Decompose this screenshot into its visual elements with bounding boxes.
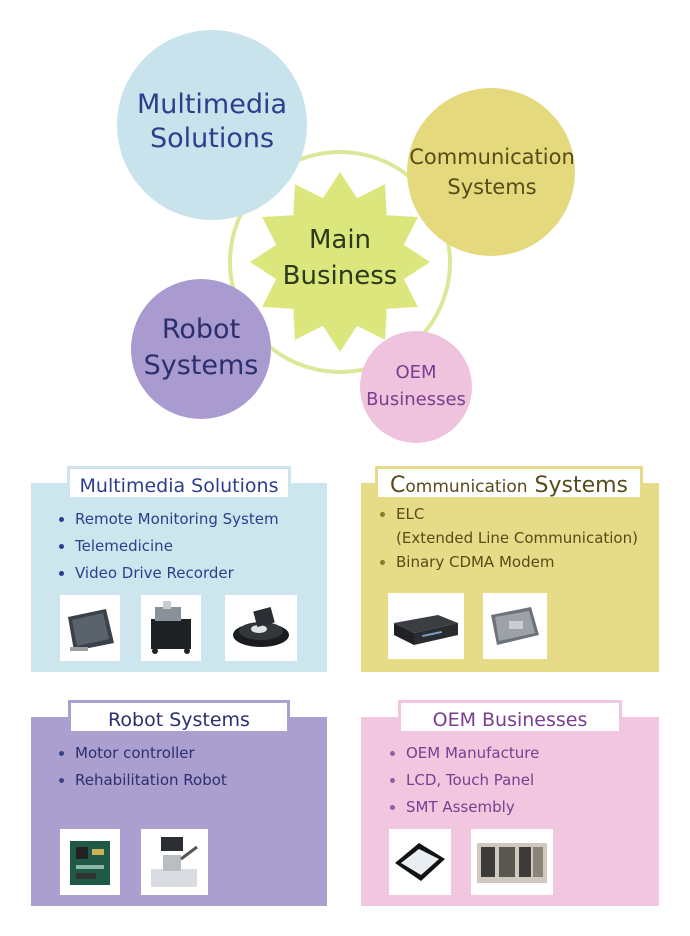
bullet-icon xyxy=(390,805,395,810)
bullet-icon xyxy=(59,517,64,522)
main-business-star xyxy=(250,172,430,352)
robot-circle-label: Robot Systems xyxy=(131,312,271,385)
robot-bullet-list: Motor controller Rehabilitation Robot xyxy=(59,740,227,794)
list-item: Binary CDMA Modem xyxy=(380,550,638,574)
communication-line-2: Systems xyxy=(447,175,537,200)
multimedia-line-1: Multimedia xyxy=(136,89,288,120)
list-item: Rehabilitation Robot xyxy=(59,767,227,794)
bullet-icon xyxy=(59,751,64,756)
bullet-icon xyxy=(59,778,64,783)
oem-line-1: OEM xyxy=(395,362,437,383)
cdma-modem-image xyxy=(483,593,547,659)
elc-box-image xyxy=(388,593,464,659)
bullet-icon xyxy=(380,560,385,565)
communication-title-middle: ommunication xyxy=(405,477,528,497)
communication-title-initial: C xyxy=(390,473,406,498)
bullet-icon xyxy=(390,778,395,783)
list-item: OEM Manufacture xyxy=(390,740,539,767)
robot-line-1: Robot xyxy=(161,314,241,345)
bullet-icon xyxy=(59,571,64,576)
robot-line-2: Systems xyxy=(143,350,259,382)
multimedia-bullet-list: Remote Monitoring System Telemedicine Vi… xyxy=(59,506,279,587)
communication-bullet-list: ELC (Extended Line Communication) Binary… xyxy=(380,502,638,574)
list-item: ELC xyxy=(380,502,638,526)
list-item: Remote Monitoring System xyxy=(59,506,279,533)
list-item: SMT Assembly xyxy=(390,794,539,821)
oem-line-2: Businesses xyxy=(366,389,466,410)
medical-cart-image xyxy=(141,595,201,661)
connecting-ring xyxy=(228,150,452,374)
main-business-line-2: Business xyxy=(282,261,398,292)
bullet-icon xyxy=(380,512,385,517)
multimedia-card-title: Multimedia Solutions xyxy=(67,466,291,500)
communication-circle-label: Communication Systems xyxy=(402,142,582,203)
multimedia-circle-label: Multimedia Solutions xyxy=(122,88,302,156)
controller-board-image xyxy=(60,829,120,895)
bullet-icon xyxy=(59,544,64,549)
rehab-robot-image xyxy=(141,829,208,895)
main-business-diagram xyxy=(117,30,575,443)
oem-circle-label: OEM Businesses xyxy=(361,359,471,413)
communication-title-end: Systems xyxy=(527,473,628,498)
multimedia-circle xyxy=(117,30,307,220)
communication-circle xyxy=(407,88,575,256)
bullet-icon xyxy=(390,751,395,756)
smt-machine-image xyxy=(471,829,553,895)
main-business-label: Main Business xyxy=(255,222,425,295)
robot-card-title: Robot Systems xyxy=(68,700,290,734)
device-tablet-image xyxy=(60,595,120,661)
list-item: Video Drive Recorder xyxy=(59,560,279,587)
list-item-continued: (Extended Line Communication) xyxy=(396,529,638,547)
oem-circle xyxy=(360,331,472,443)
oem-card-title: OEM Businesses xyxy=(398,700,622,734)
communication-card-title: Communication Systems xyxy=(375,466,643,500)
multimedia-line-2: Solutions xyxy=(149,122,275,154)
list-item: Motor controller xyxy=(59,740,227,767)
list-item: LCD, Touch Panel xyxy=(390,767,539,794)
communication-line-1: Communication xyxy=(409,145,575,169)
dash-recorder-image xyxy=(225,595,297,661)
touch-panel-image xyxy=(389,829,451,895)
oem-bullet-list: OEM Manufacture LCD, Touch Panel SMT Ass… xyxy=(390,740,539,821)
main-business-line-1: Main xyxy=(308,225,372,255)
list-item: Telemedicine xyxy=(59,533,279,560)
robot-circle xyxy=(131,279,271,419)
